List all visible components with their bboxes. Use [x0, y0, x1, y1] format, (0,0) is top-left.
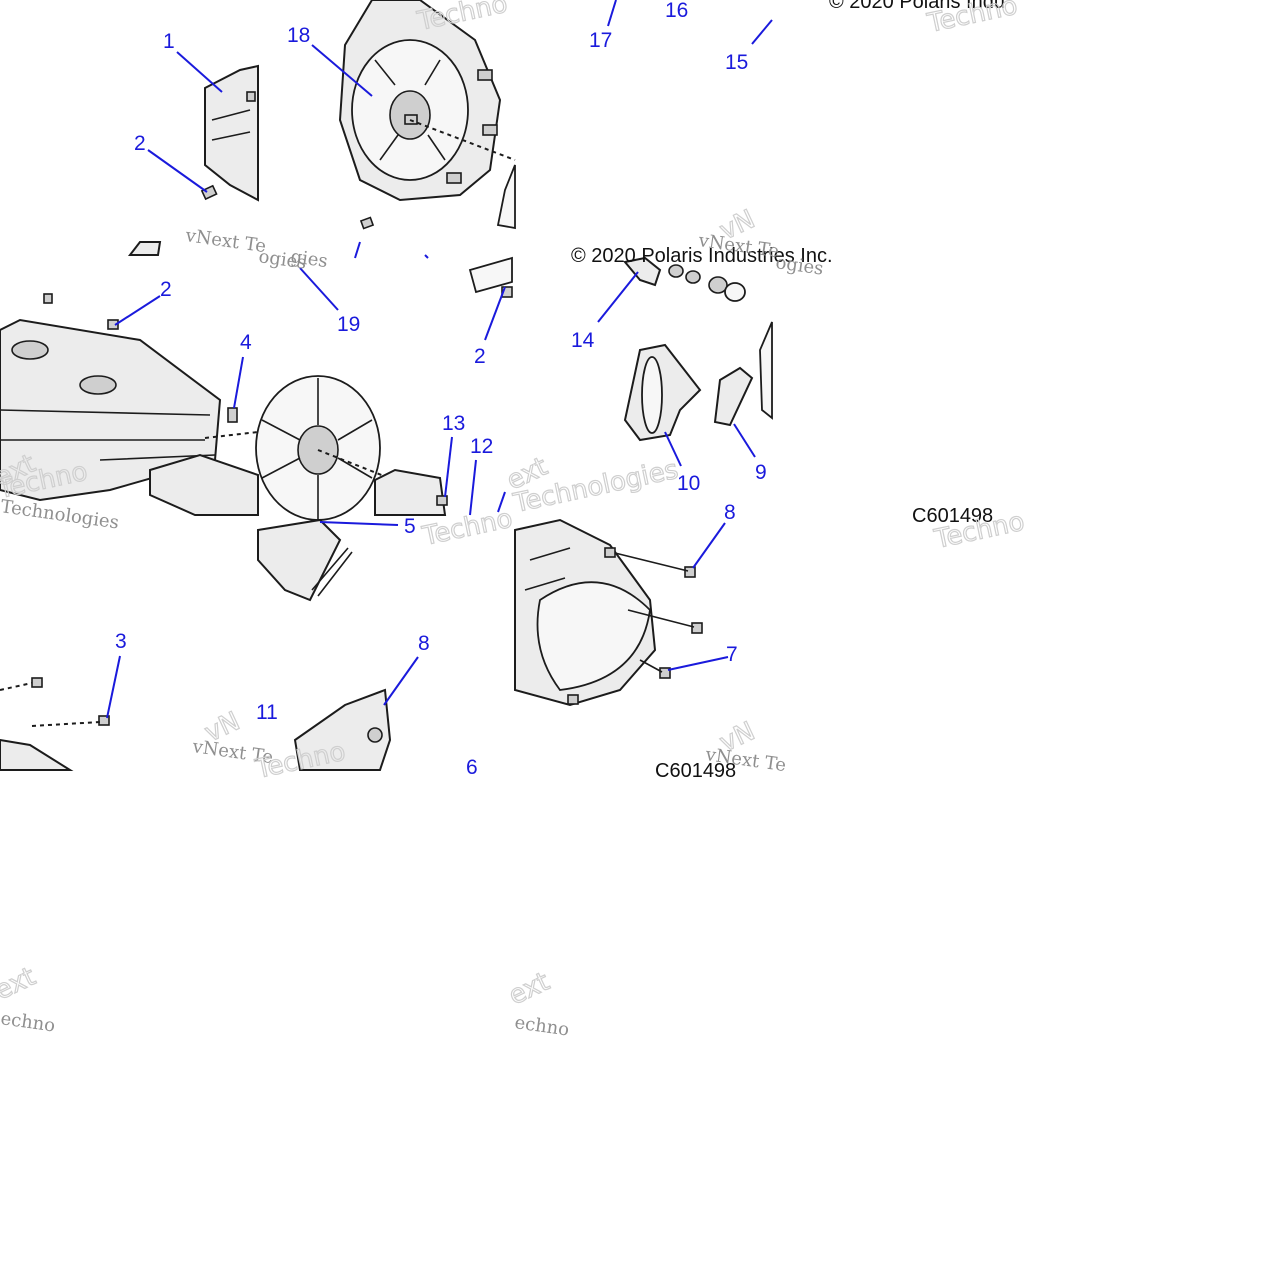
callout-labels: 1 2 18 17 16 15 19 2 14 2 4 13 12 10 9 5…: [115, 0, 767, 779]
handle-insert-part: [713, 366, 754, 427]
credits: © 2020 Polaris Indu © 2020 Polaris Indus…: [571, 0, 1005, 782]
leader-lines: [106, 0, 773, 719]
lower-bracket-part: [257, 518, 353, 602]
assembly-line: [0, 682, 33, 691]
callout-number: 9: [755, 461, 767, 484]
assembly-line: [31, 721, 101, 727]
callout-number: 7: [726, 643, 738, 666]
callout-number: 15: [725, 51, 748, 74]
assembly-line: [409, 119, 516, 161]
grommet-part: [468, 256, 513, 298]
shroud-part: [293, 688, 392, 771]
housing-fragment: [759, 321, 773, 420]
flywheel-fan-part: [255, 375, 381, 521]
cover-screws: [43, 293, 238, 423]
pin-part: [359, 216, 375, 230]
callout-number: 8: [724, 501, 736, 524]
rope-bracket-part: [623, 256, 746, 302]
callout-number: 2: [134, 132, 146, 155]
watermark-text: Technologies: [0, 496, 120, 533]
watermark-text: Techno: [924, 0, 1020, 39]
callout-number: 5: [404, 515, 416, 538]
watermark-text: echno: [0, 1008, 56, 1036]
starter-handle-part: [623, 343, 702, 442]
copyright-text: © 2020 Polaris Industries Inc.: [571, 245, 833, 267]
callout-number: 11: [256, 701, 278, 724]
callout-number: 10: [677, 472, 700, 495]
part-number: C601498: [655, 760, 736, 782]
callout-number: 12: [470, 435, 493, 458]
screw-part: [200, 91, 256, 201]
callout-number: 2: [160, 278, 172, 301]
starter-housing-part: [338, 0, 502, 202]
callout-number: 4: [240, 331, 252, 354]
starter-cup-part: [374, 468, 448, 516]
callout-number: 3: [115, 630, 127, 653]
lower-cover-part: [0, 677, 110, 771]
watermark-text: ext: [504, 967, 554, 1012]
part-number: C601498: [912, 505, 993, 527]
recoil-cover-part: [514, 518, 657, 707]
callout-number: 16: [665, 0, 688, 22]
cover-bolts: [567, 547, 703, 705]
callout-number: 13: [442, 412, 465, 435]
assembly-line: [317, 449, 441, 499]
copyright-text: © 2020 Polaris Indu: [829, 0, 1005, 13]
bracket-fragment: [127, 241, 162, 256]
watermarks: vNext Te vNext Te vNext Te vNext Te Tech…: [0, 0, 1028, 1041]
callout-number: 2: [474, 345, 486, 368]
assembly-line: [204, 431, 259, 439]
callout-number: 18: [287, 24, 310, 47]
callout-number: 17: [589, 29, 612, 52]
callout-number: 1: [163, 30, 175, 53]
fan-fragment: [496, 164, 516, 230]
callout-number: 6: [466, 756, 478, 779]
watermark-text: ext: [0, 962, 40, 1007]
watermark-text: gies: [289, 246, 329, 272]
callout-number: 14: [571, 329, 595, 352]
watermark-text: echno: [513, 1012, 570, 1040]
watermark-text: vNext Te: [183, 225, 267, 257]
shroud-cover-part: [204, 64, 259, 202]
callout-number: 19: [337, 313, 360, 336]
callout-number: 8: [418, 632, 430, 655]
bracket-part: [149, 453, 259, 516]
